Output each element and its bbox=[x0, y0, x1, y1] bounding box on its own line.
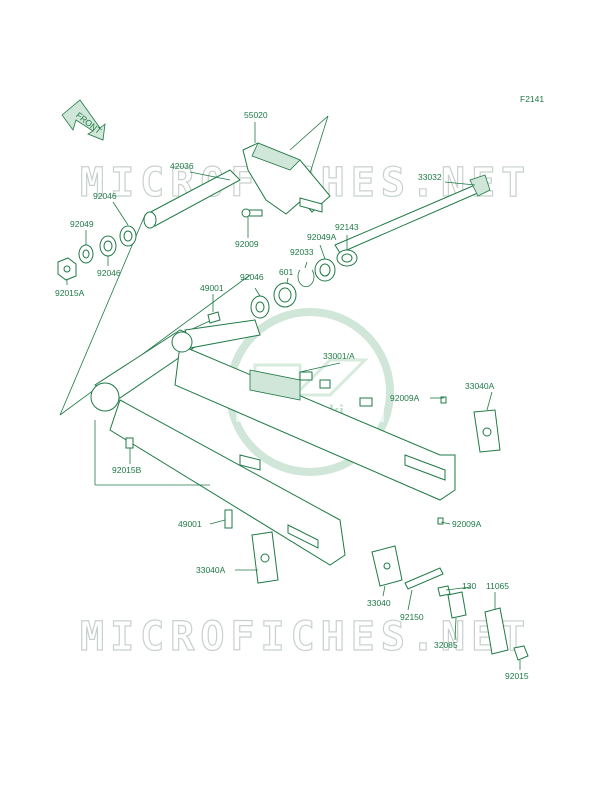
label-92009a-lower: 92009A bbox=[452, 519, 482, 529]
label-42036: 42036 bbox=[170, 161, 194, 171]
label-92143: 92143 bbox=[335, 222, 359, 232]
label-601: 601 bbox=[279, 267, 293, 277]
nut-130 bbox=[437, 585, 451, 597]
label-92015a: 92015A bbox=[55, 288, 85, 298]
grease-nipple-49001-lower bbox=[224, 509, 233, 529]
pad-33040a-right bbox=[473, 409, 501, 453]
label-92009a-upper: 92009A bbox=[390, 393, 420, 403]
seal-92049 bbox=[78, 244, 94, 264]
label-92049: 92049 bbox=[70, 219, 94, 229]
label-92015: 92015 bbox=[505, 671, 529, 681]
label-55020: 55020 bbox=[244, 110, 268, 120]
label-92015b: 92015B bbox=[112, 465, 142, 475]
adjuster-bolt-92150 bbox=[404, 567, 444, 590]
adjuster-block-33040 bbox=[371, 545, 403, 587]
bolt-92009a-lower bbox=[437, 517, 444, 525]
label-33040a-bottom: 33040A bbox=[196, 565, 226, 575]
pad-33040a-bottom bbox=[251, 531, 279, 584]
collar-92143 bbox=[336, 249, 358, 267]
label-92049a: 92049A bbox=[307, 232, 337, 242]
label-11065: 11065 bbox=[486, 581, 509, 591]
bearing-92046-upper bbox=[119, 225, 137, 247]
label-49001-lower: 49001 bbox=[178, 519, 202, 529]
circlip-92033 bbox=[297, 269, 315, 288]
label-33032: 33032 bbox=[418, 172, 442, 182]
label-92150: 92150 bbox=[400, 612, 424, 622]
front-arrow-icon: FRONT bbox=[61, 99, 106, 141]
pivot-sleeve-42036 bbox=[143, 169, 241, 229]
watermark-bottom: MICROFICHES.NET bbox=[80, 614, 531, 660]
nut-92015a bbox=[57, 257, 77, 281]
label-32085: 32085 bbox=[434, 640, 458, 650]
nut-92015 bbox=[513, 645, 529, 661]
axle-33032 bbox=[334, 174, 491, 254]
bearing-601 bbox=[273, 282, 297, 308]
label-92033: 92033 bbox=[290, 247, 314, 257]
bolt-92009a-upper bbox=[440, 396, 447, 404]
label-33040: 33040 bbox=[367, 598, 391, 608]
label-130: 130 bbox=[462, 581, 476, 591]
label-92046-middle: 92046 bbox=[240, 272, 264, 282]
plate-32085 bbox=[447, 591, 467, 619]
swingarm-33001 bbox=[90, 319, 456, 566]
chain-guide-55020 bbox=[242, 142, 331, 215]
seal-92049a bbox=[314, 258, 336, 282]
label-92009: 92009 bbox=[235, 239, 259, 249]
bearing-92046-middle bbox=[250, 295, 270, 319]
grease-nipple-49001-upper bbox=[207, 311, 221, 324]
diagram-id: F2141 bbox=[520, 94, 544, 104]
label-33040a-right: 33040A bbox=[465, 381, 495, 391]
label-92046-lower: 92046 bbox=[97, 268, 121, 278]
label-92046-upper: 92046 bbox=[93, 191, 117, 201]
bearing-92046-lower bbox=[99, 235, 117, 257]
bolt-92009 bbox=[241, 208, 263, 218]
label-49001-upper: 49001 bbox=[200, 283, 224, 293]
bolt-92015b bbox=[125, 437, 134, 449]
label-33001a: 33001/A bbox=[323, 351, 355, 361]
